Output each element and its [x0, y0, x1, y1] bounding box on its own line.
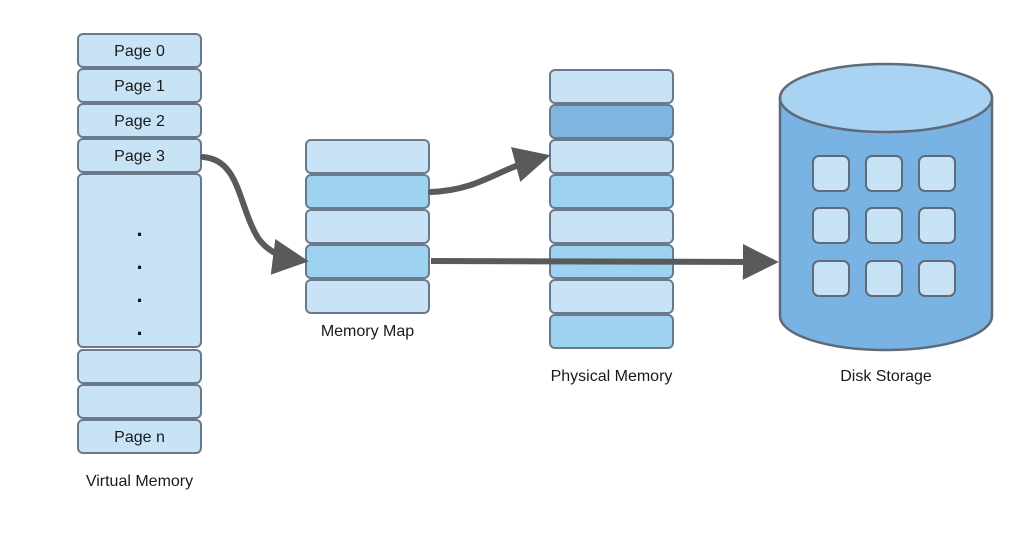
vm-page-3-label: Page 3	[114, 148, 165, 165]
disk-cylinder-top	[778, 62, 994, 134]
map-entry	[305, 279, 430, 314]
vm-page-1-label: Page 1	[114, 78, 165, 95]
frame	[549, 279, 674, 314]
vm-page-0-label: Page 0	[114, 43, 165, 60]
frame	[549, 139, 674, 174]
virtual-memory-caption: Virtual Memory	[86, 473, 193, 490]
map-entry	[305, 139, 430, 174]
vm-page-2-label: Page 2	[114, 113, 165, 130]
disk-tile	[865, 155, 903, 192]
physical-memory: Physical Memory	[549, 69, 674, 385]
vm-large-block	[77, 173, 202, 348]
physical-memory-caption: Physical Memory	[551, 368, 673, 385]
map-entry	[305, 174, 430, 209]
map-entry	[305, 209, 430, 244]
arrow-map-to-disk	[430, 243, 779, 280]
vm-page-2-cell	[77, 103, 202, 138]
vm-page-n-cell	[77, 419, 202, 454]
vm-ellipsis-dot: .	[136, 249, 142, 274]
frame	[549, 104, 674, 139]
disk-storage: Disk Storage	[778, 62, 994, 385]
frame	[549, 69, 674, 104]
vm-page-1-cell	[77, 68, 202, 103]
map-entry	[305, 244, 430, 279]
memory-map: Memory Map	[305, 139, 430, 340]
disk-tile	[812, 260, 850, 297]
vm-ellipsis-dot: .	[136, 315, 142, 340]
vm-page-cell	[77, 349, 202, 384]
disk-tile	[865, 207, 903, 244]
frame	[549, 174, 674, 209]
disk-storage-caption: Disk Storage	[840, 368, 932, 385]
disk-tile	[918, 260, 956, 297]
frame	[549, 209, 674, 244]
vm-page-cell	[77, 384, 202, 419]
vm-page-0-cell	[77, 33, 202, 68]
vm-page-n-label: Page n	[114, 429, 165, 446]
disk-tile	[812, 207, 850, 244]
disk-tile	[812, 155, 850, 192]
memory-map-caption: Memory Map	[321, 323, 414, 340]
disk-tile	[865, 260, 903, 297]
arrow-map-to-physical	[428, 147, 551, 195]
virtual-memory: Page 0 Page 1 Page 2 Page 3 . . . . Page…	[77, 33, 202, 490]
vm-ellipsis-dot: .	[136, 216, 142, 241]
frame	[549, 314, 674, 349]
disk-tile	[918, 207, 956, 244]
arrow-page3-to-map	[200, 154, 309, 275]
vm-ellipsis-dot: .	[136, 282, 142, 307]
disk-tile	[918, 155, 956, 192]
